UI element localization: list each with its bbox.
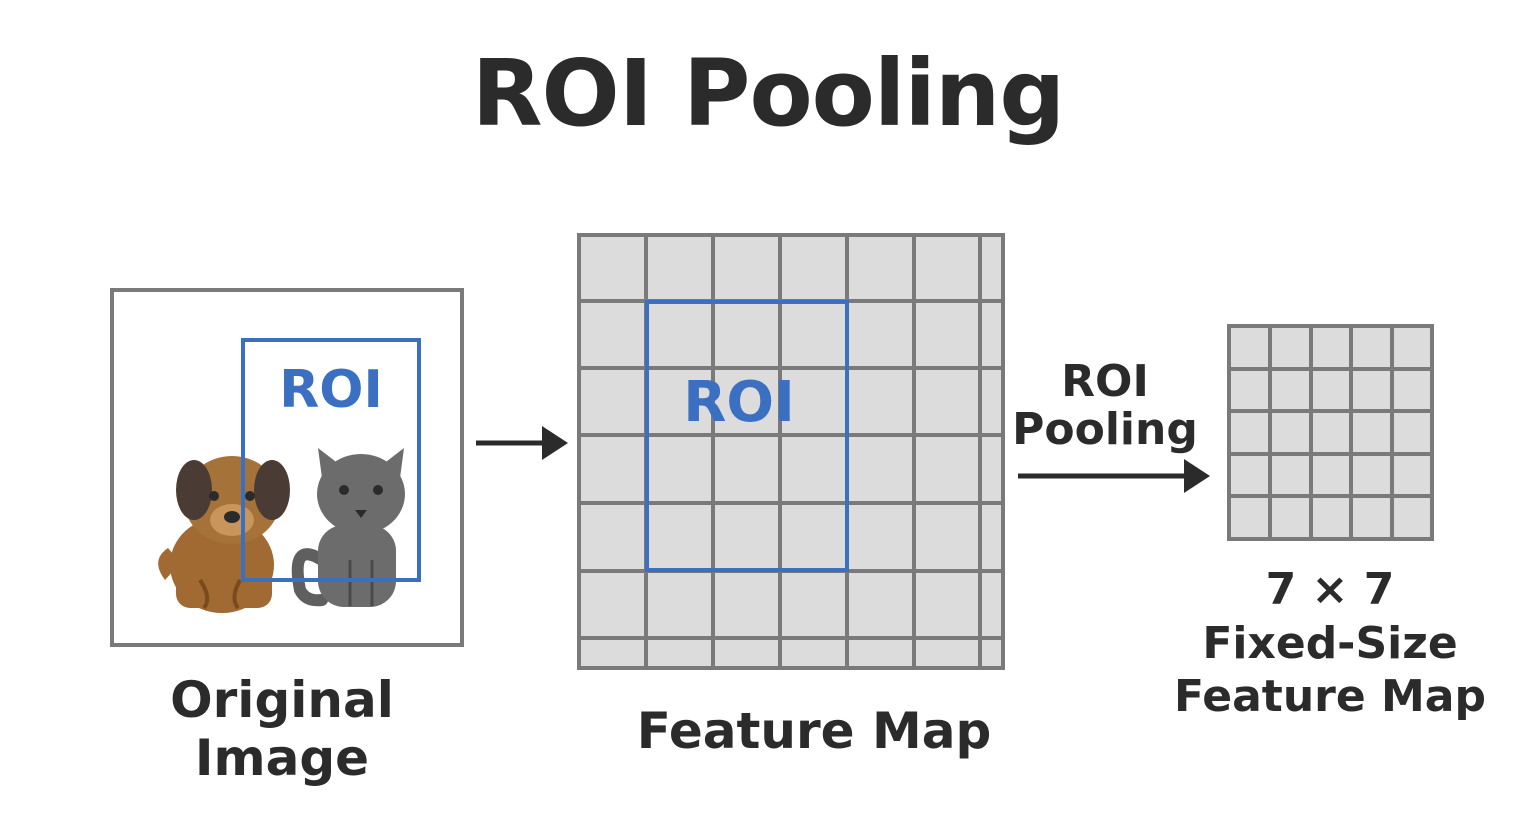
original-image-caption-line1: Original	[170, 671, 394, 729]
original-image-frame	[110, 288, 464, 647]
original-roi-box	[241, 338, 421, 582]
original-image-caption: Original Image	[112, 671, 452, 787]
output-caption-line2: Feature Map	[1174, 671, 1486, 723]
output-size-label: 7 × 7	[1265, 564, 1395, 615]
roi-pooling-arrow	[1018, 459, 1210, 493]
output-grid	[1227, 324, 1434, 541]
pooling-arrow-label-line1: ROI	[1061, 356, 1149, 407]
pooling-arrow-label-line2: Pooling	[1012, 403, 1198, 455]
feature-map-roi-box	[645, 300, 849, 572]
arrow-to-feature-map	[476, 426, 568, 460]
output-caption-line1: Fixed-Size	[1202, 617, 1458, 669]
dog-icon	[158, 456, 290, 613]
original-roi-label: ROI	[279, 360, 383, 420]
feature-map-caption: Feature Map	[636, 702, 992, 760]
original-image-caption-line2: Image	[194, 728, 370, 787]
page-title: ROI Pooling	[471, 40, 1066, 147]
pooling-arrow-label: ROI Pooling	[1010, 358, 1200, 453]
feature-map-grid	[577, 233, 1005, 670]
feature-map-roi-label: ROI	[683, 370, 795, 435]
cat-icon	[291, 448, 405, 607]
output-caption: 7 × 7 Fixed-Size Feature Map	[1170, 563, 1490, 724]
